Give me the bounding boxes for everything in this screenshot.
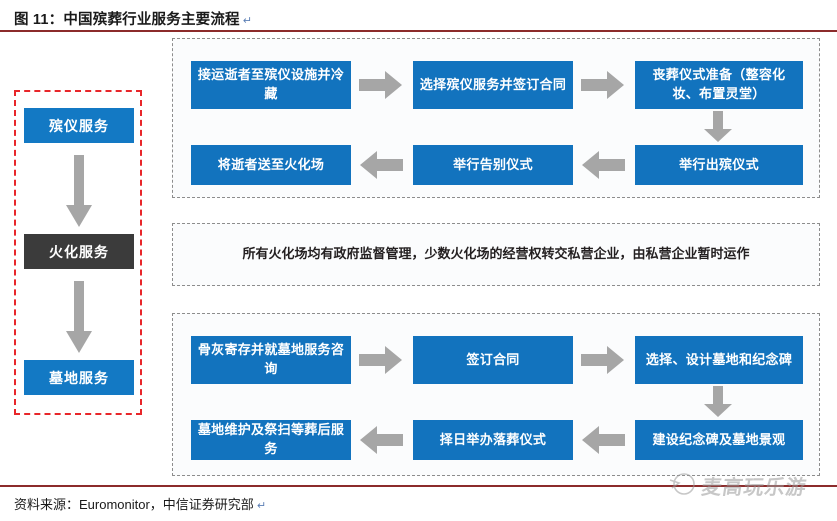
left-arrow-icon [359, 425, 403, 455]
right-arrow-icon [359, 345, 403, 375]
right-arrow-icon [359, 70, 403, 100]
right-arrow-icon [581, 345, 625, 375]
section-funeral-service: 接运逝者至殡仪设施并冷藏 选择殡仪服务并签订合同 丧葬仪式准备（整容化妆、布置灵… [172, 38, 820, 198]
left-arrow-icon [359, 150, 403, 180]
down-arrow-icon [65, 155, 93, 229]
flow-box[interactable]: 墓地维护及祭扫等葬后服务 [191, 420, 351, 460]
flow-box[interactable]: 选择、设计墓地和纪念碑 [635, 336, 803, 384]
flow-box[interactable]: 丧葬仪式准备（整容化妆、布置灵堂） [635, 61, 803, 109]
flow-box[interactable]: 建设纪念碑及墓地景观 [635, 420, 803, 460]
footer-divider [0, 485, 837, 487]
cremation-note-text: 所有火化场均有政府监督管理，少数火化场的经营权转交私营企业，由私营企业暂时运作 [242, 246, 750, 262]
service-stage-column: 殡仪服务 火化服务 墓地服务 [14, 90, 142, 415]
down-arrow-icon [703, 386, 733, 418]
right-arrow-icon [581, 70, 625, 100]
header-divider [0, 30, 837, 32]
section-cremation-note: 所有火化场均有政府监督管理，少数火化场的经营权转交私营企业，由私营企业暂时运作 [172, 223, 820, 286]
section-cemetery-service: 骨灰寄存并就墓地服务咨询 签订合同 选择、设计墓地和纪念碑 墓地维护及祭扫等葬后… [172, 313, 820, 476]
flow-box[interactable]: 择日举办落葬仪式 [413, 420, 573, 460]
down-arrow-icon [65, 281, 93, 355]
source-text: 资料来源：Euromonitor，中信证券研究部 [14, 497, 254, 512]
flow-box[interactable]: 签订合同 [413, 336, 573, 384]
left-arrow-icon [581, 150, 625, 180]
stage-box-funeral[interactable]: 殡仪服务 [24, 108, 134, 143]
flow-box[interactable]: 举行告别仪式 [413, 145, 573, 185]
page-title: 图 11：中国殡葬行业服务主要流程↵ [14, 8, 252, 29]
flow-box[interactable]: 举行出殡仪式 [635, 145, 803, 185]
paragraph-mark-icon: ↵ [242, 15, 253, 27]
stage-label: 墓地服务 [49, 369, 109, 386]
stage-label: 殡仪服务 [49, 117, 109, 134]
stage-box-cemetery[interactable]: 墓地服务 [24, 360, 134, 395]
stage-box-cremation[interactable]: 火化服务 [24, 234, 134, 269]
flow-box[interactable]: 接运逝者至殡仪设施并冷藏 [191, 61, 351, 109]
paragraph-mark-icon: ↵ [256, 500, 267, 512]
flow-box[interactable]: 将逝者送至火化场 [191, 145, 351, 185]
source-note: 资料来源：Euromonitor，中信证券研究部↵ [14, 494, 266, 513]
flow-box[interactable]: 骨灰寄存并就墓地服务咨询 [191, 336, 351, 384]
left-arrow-icon [581, 425, 625, 455]
down-arrow-icon [703, 111, 733, 143]
page-title-text: 图 11：中国殡葬行业服务主要流程 [14, 12, 240, 28]
stage-label: 火化服务 [49, 243, 109, 260]
flow-box[interactable]: 选择殡仪服务并签订合同 [413, 61, 573, 109]
